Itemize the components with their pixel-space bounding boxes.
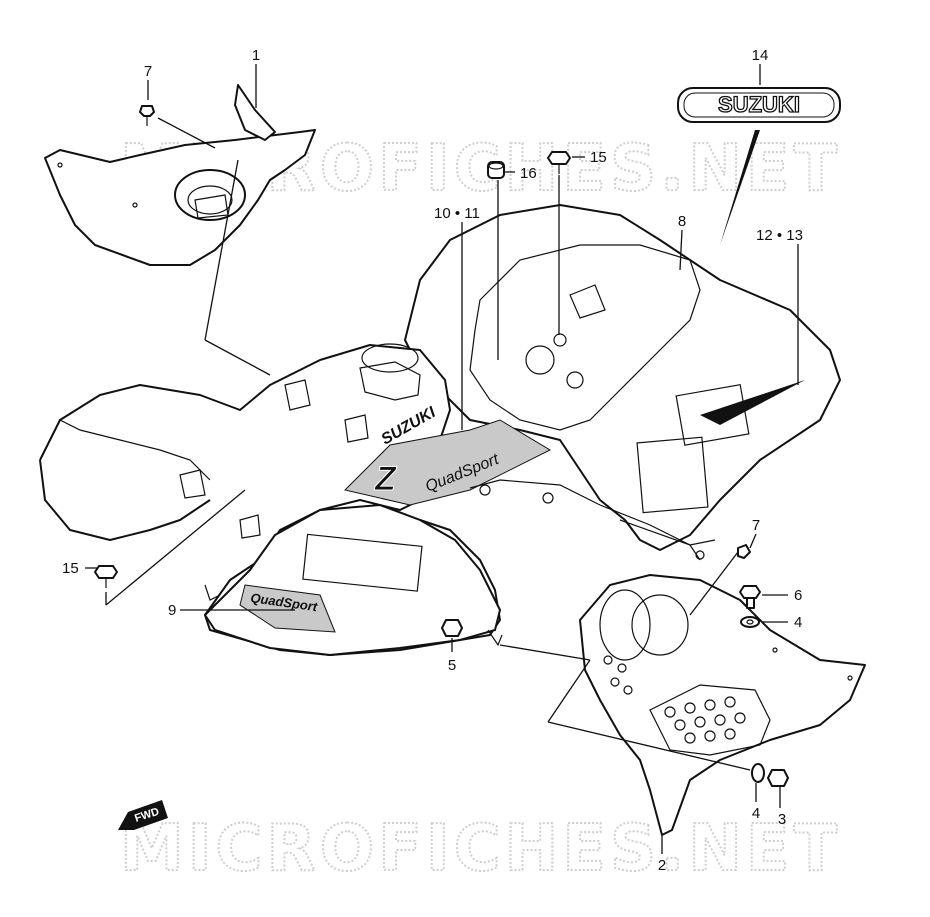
- callout-2: 2: [658, 857, 666, 874]
- callout-1: 1: [252, 47, 260, 64]
- callout-15-top: 15: [590, 149, 607, 166]
- watermark-bottom: MICROFICHES.NET: [120, 812, 841, 886]
- callout-7-top: 7: [144, 63, 152, 80]
- callout-16: 16: [520, 165, 537, 182]
- callout-6: 6: [794, 587, 802, 604]
- part-5-nut[interactable]: [441, 619, 463, 637]
- callout-8: 8: [678, 213, 686, 230]
- callout-10-11: 10 • 11: [434, 205, 480, 222]
- part-12-13-stripe-decal[interactable]: [700, 380, 805, 425]
- callout-5: 5: [448, 657, 456, 674]
- callout-7-right: 7: [752, 517, 760, 534]
- part-3-bolt[interactable]: [767, 769, 789, 787]
- callout-4-lower: 4: [752, 805, 760, 822]
- part-14-stripe-decal[interactable]: [720, 130, 760, 245]
- part-6-bolt[interactable]: [739, 585, 761, 609]
- part-2-right-footrest[interactable]: [579, 574, 866, 836]
- part-15-bolt-top[interactable]: [547, 151, 571, 174]
- callout-9: 9: [168, 602, 176, 619]
- footrest-grip: [664, 696, 746, 744]
- part-7-screw-top[interactable]: [139, 105, 155, 126]
- part-4-washer-upper[interactable]: [740, 616, 760, 628]
- fwd-arrow-icon: FWD: [118, 800, 168, 830]
- callout-labels: 1 7 14 15 16 10 • 11 8 12 • 13 9 15 5 7 …: [62, 47, 803, 874]
- callout-3: 3: [778, 811, 786, 828]
- callout-14: 14: [752, 47, 769, 64]
- callout-12-13: 12 • 13: [756, 227, 803, 244]
- fender-decal-series: Z: [374, 460, 397, 498]
- part-7-screw-right[interactable]: [737, 544, 751, 559]
- part-1-left-cover[interactable]: [44, 84, 316, 266]
- part-4-washer-lower[interactable]: [751, 763, 765, 783]
- part-9-front-fender[interactable]: SUZUKI QuadSport Z QuadSport: [39, 343, 705, 656]
- emblem-text: SUZUKI: [718, 92, 800, 117]
- leader-lines: [85, 64, 799, 854]
- part-16-grommet[interactable]: [487, 161, 505, 179]
- part-8-rear-fender[interactable]: [404, 204, 841, 551]
- part-15-bolt-left[interactable]: [94, 565, 118, 588]
- part-14-suzuki-emblem[interactable]: SUZUKI: [677, 87, 841, 123]
- callout-15-left: 15: [62, 560, 79, 577]
- callout-4-upper: 4: [794, 614, 802, 631]
